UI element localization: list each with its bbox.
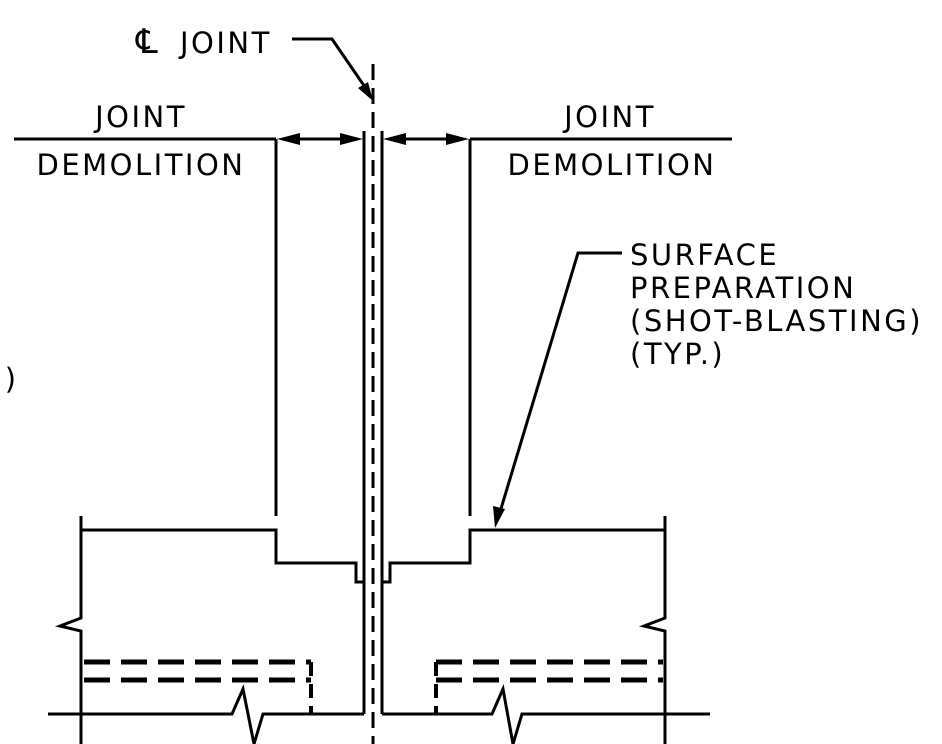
- bottom-line-left: [48, 684, 364, 744]
- bottom-line-right: [382, 683, 710, 744]
- surface-prep-note-line2: PREPARATION: [630, 271, 856, 305]
- surface-prep-note-line1: SURFACE: [630, 238, 779, 272]
- left-demolition-label-bottom: DEMOLITION: [37, 148, 246, 182]
- left-slab-top-profile: [81, 528, 364, 584]
- right-slab-top-profile: [382, 528, 665, 584]
- right-slab-edge-break: [638, 516, 667, 744]
- right-demolition-label-bottom: DEMOLITION: [508, 148, 717, 182]
- centerline-label: JOINT: [178, 26, 272, 60]
- centerline-leader: [292, 37, 369, 91]
- left-dimension-arrow-out: [277, 133, 300, 145]
- left-slab-edge-break: [54, 516, 83, 744]
- surface-prep-leader: [498, 251, 622, 513]
- left-dimension-arrow-in: [340, 133, 363, 145]
- surface-prep-note-line3: (SHOT-BLASTING): [630, 304, 923, 338]
- surface-prep-note-line4: (TYP.): [630, 337, 725, 371]
- right-demolition-label-top: JOINT: [562, 100, 656, 134]
- left-demolition-label-top: JOINT: [93, 100, 187, 134]
- centerline-symbol: ℄: [135, 22, 160, 62]
- centerline-leader-arrowhead: [358, 82, 373, 101]
- right-dimension-arrow-out: [446, 133, 469, 145]
- clipped-left-text: .): [0, 362, 19, 396]
- right-dimension-arrow-in: [383, 133, 406, 145]
- surface-prep-leader-arrowhead: [493, 506, 505, 528]
